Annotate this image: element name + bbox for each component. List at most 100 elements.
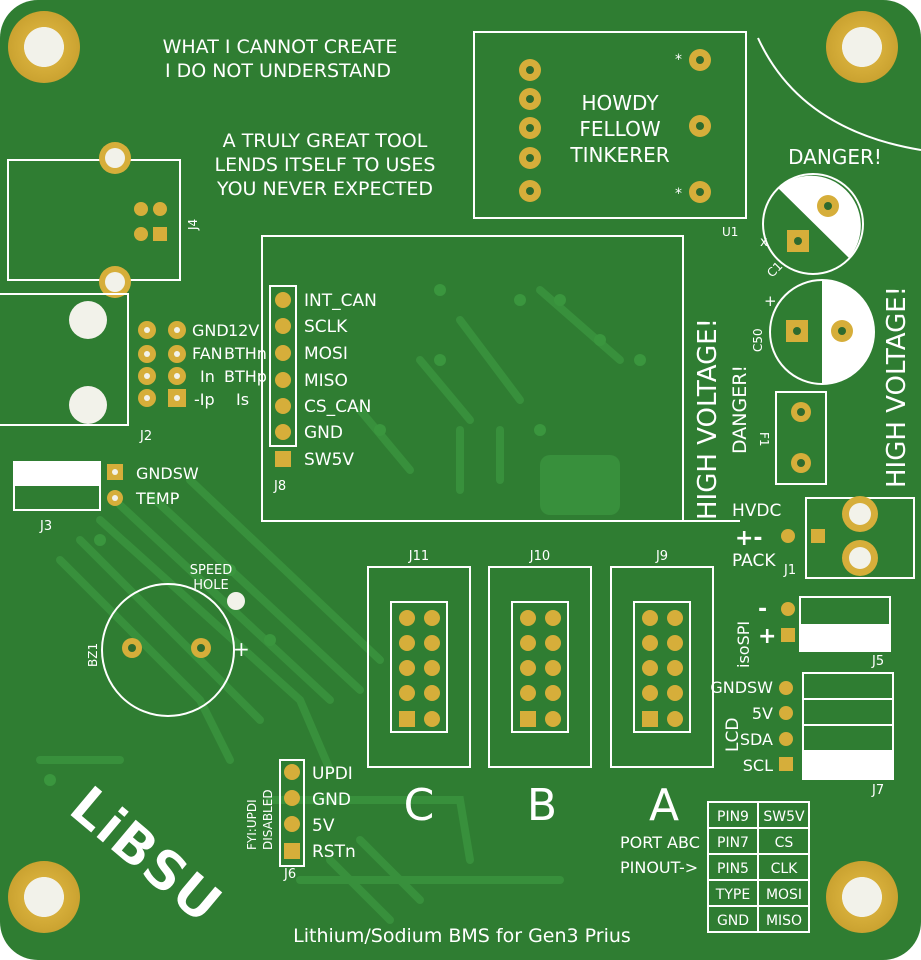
connector-j3[interactable] — [13, 461, 123, 511]
j3-pin-temp: TEMP — [135, 489, 180, 508]
copper-traces — [36, 286, 624, 924]
howdy-line-3: TINKERER — [569, 143, 669, 167]
j8-pin-sw5v: SW5V — [304, 450, 354, 470]
port-b-connector[interactable] — [488, 566, 592, 768]
port-c-letter: C — [404, 780, 435, 831]
port-b-letter: B — [527, 780, 557, 831]
j11-label: J11 — [408, 549, 429, 564]
j8-pin-mosi: MOSI — [304, 344, 348, 364]
j1-label: J1 — [783, 563, 796, 578]
pinout-cell: CLK — [771, 861, 799, 877]
u1-pin-holes — [526, 56, 704, 196]
j3-pin-gndsw: GNDSW — [136, 464, 199, 483]
pinout-cell: SW5V — [763, 809, 805, 825]
j5-minus: - — [758, 597, 767, 622]
j1-plus-minus: +- — [735, 526, 763, 551]
j8-pin-int-can: INT_CAN — [304, 291, 377, 311]
u1-star-top: * — [675, 52, 682, 68]
u1-star-bottom: * — [675, 186, 682, 202]
j6-label: J6 — [283, 867, 296, 882]
j2-pin-bthn: BTHn — [224, 344, 267, 363]
j2-pin-12v: 12V — [228, 321, 259, 340]
j8-pin-gnd: GND — [304, 423, 343, 443]
pinout-cell: PIN5 — [717, 861, 749, 877]
mounting-holes — [8, 11, 898, 933]
j10-label: J10 — [529, 549, 550, 564]
pinout-title-2: PINOUT-> — [620, 858, 698, 877]
j2-pin-gnd: GND — [192, 321, 229, 340]
j7-pin-5v: 5V — [752, 704, 773, 723]
j7-pin-sda: SDA — [740, 730, 773, 749]
j5-plus: + — [758, 624, 776, 649]
pinout-cell: PIN7 — [717, 835, 749, 851]
j7-lcd: LCD — [723, 718, 743, 752]
c50-plus-mark: + — [764, 292, 777, 310]
j2-pin-in: In — [200, 367, 215, 386]
j4-label: J4 — [186, 219, 200, 231]
j8-label: J8 — [273, 479, 286, 494]
howdy-line-1: HOWDY — [581, 91, 659, 115]
j1-hvdc: HVDC — [732, 501, 781, 521]
j8-pin-cs-can: CS_CAN — [304, 397, 371, 417]
j6-note-2: DISABLED — [261, 789, 275, 850]
pinout-cell: MOSI — [766, 887, 802, 903]
connector-j8[interactable] — [269, 285, 297, 467]
j9-label: J9 — [655, 549, 668, 564]
u1-outline — [473, 31, 747, 219]
pinout-table-grid — [707, 801, 810, 933]
j2-label: J2 — [139, 429, 152, 444]
hv-region-outline — [682, 236, 740, 522]
quote-line-2: I DO NOT UNDERSTAND — [165, 60, 391, 82]
danger-mid: DANGER! — [729, 365, 751, 454]
buzzer-bz1 — [101, 583, 245, 717]
j8-pin-sclk: SCLK — [304, 317, 348, 337]
j1-pack: PACK — [732, 551, 776, 571]
port-c-connector[interactable] — [367, 566, 471, 768]
j2-pin-ip: -Ip — [194, 390, 215, 409]
board-vias — [44, 284, 646, 786]
connector-j5[interactable] — [781, 596, 891, 652]
u1-label: U1 — [722, 225, 738, 239]
connector-j6[interactable] — [279, 759, 305, 867]
tool-quote-line-2: LENDS ITSELF TO USES — [215, 154, 436, 176]
c1-x-mark: x — [760, 235, 768, 250]
f1-label: F1 — [757, 432, 771, 447]
tool-quote-line-1: A TRULY GREAT TOOL — [223, 130, 428, 152]
pinout-cell: CS — [775, 835, 794, 851]
howdy-line-2: FELLOW — [579, 117, 660, 141]
port-a-letter: A — [649, 780, 679, 831]
bz1-plus: + — [233, 637, 250, 661]
pinout-cell: TYPE — [715, 887, 750, 903]
connector-j1[interactable] — [781, 496, 915, 579]
pinout-cell: MISO — [766, 913, 802, 929]
j3-label: J3 — [39, 519, 52, 534]
j6-pin-gnd: GND — [312, 790, 351, 810]
j6-pin-rstn: RSTn — [312, 842, 356, 862]
quote-line-1: WHAT I CANNOT CREATE — [163, 36, 398, 58]
j5-isospi: isoSPI — [734, 621, 753, 668]
bz1-hole: HOLE — [193, 578, 228, 593]
port-a-connector[interactable] — [610, 566, 714, 768]
connector-j4[interactable] — [7, 142, 181, 298]
danger-top: DANGER! — [788, 145, 882, 169]
j7-pin-gndsw: GNDSW — [710, 678, 773, 697]
connector-j2-body — [0, 293, 129, 426]
hv-danger-arc — [757, 37, 921, 151]
fuse-f1 — [775, 391, 827, 485]
j6-pin-5v: 5V — [312, 816, 335, 836]
j6-pin-updi: UPDI — [312, 764, 353, 784]
j7-label: J7 — [871, 783, 884, 798]
j2-pin-bthp: BTHp — [224, 367, 267, 386]
c50-label: C50 — [751, 328, 765, 352]
j8-pin-miso: MISO — [304, 371, 348, 391]
j5-label: J5 — [871, 654, 884, 669]
high-voltage-left: HIGH VOLTAGE! — [693, 318, 723, 520]
capacitor-c1 — [762, 173, 864, 275]
connector-j7[interactable] — [779, 672, 894, 780]
ground-pour-region — [540, 455, 620, 515]
bz1-speed: SPEED — [190, 563, 233, 578]
j7-pin-scl: SCL — [743, 756, 773, 775]
j6-note-1: FYI:UPDI — [245, 799, 259, 850]
j2-pin-fan: FAN — [192, 344, 223, 363]
